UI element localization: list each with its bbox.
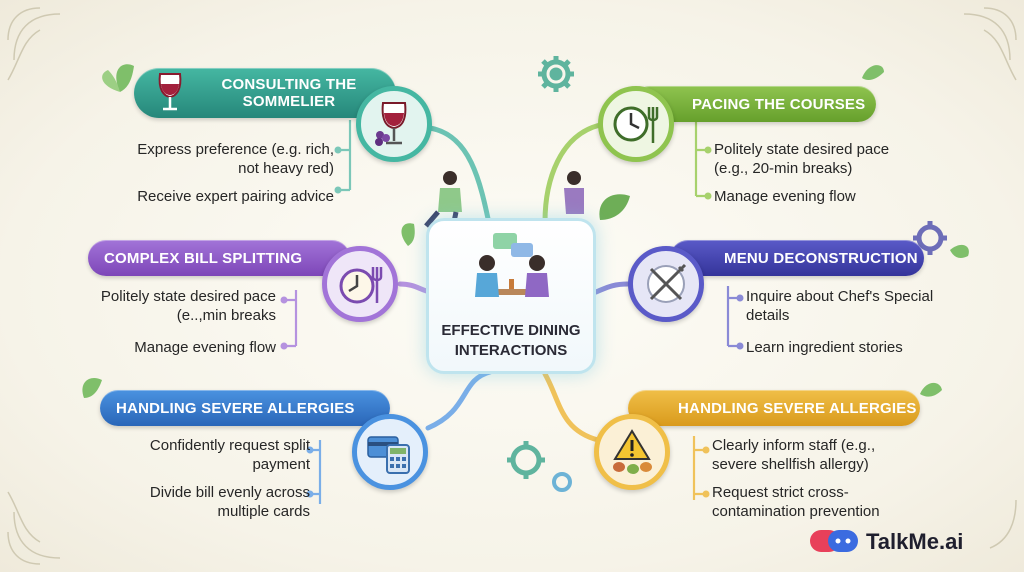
bullet-bill-1: Politely state desired pace (e..,min bre… — [100, 288, 276, 324]
bullet-allergies-right-1: Clearly inform staff (e.g., severe shell… — [712, 437, 876, 473]
connector-sommelier — [427, 125, 493, 231]
connector-pacing — [542, 122, 603, 225]
branch-title-allergies-left: HANDLING SEVERE ALLERGIES — [100, 390, 390, 426]
bullet-pacing-2: Manage evening flow — [714, 188, 856, 205]
warning-food-icon — [613, 429, 652, 474]
clock-cutlery-icon — [339, 267, 383, 304]
gear-icon — [538, 56, 574, 92]
bullet-sommelier-1: Express preference (e.g. rich, not heavy… — [137, 141, 334, 177]
allergy-icon — [594, 414, 670, 490]
leaf-decoration — [82, 64, 969, 398]
bullet-menu-2: Learn ingredient stories — [746, 339, 903, 356]
brand-name: TalkMe.ai — [866, 529, 964, 554]
bill-payment-icon — [352, 414, 428, 490]
wine-glass-icon — [158, 73, 182, 111]
bullet-pacing-1: Politely state desired pace (e.g., 20-mi… — [714, 141, 890, 177]
bullet-allergies-right-2: Request strict cross-contamination preve… — [712, 484, 880, 520]
dining-couple-icon — [475, 233, 549, 297]
pacing-icon — [598, 86, 674, 162]
connector-allergies-left — [425, 369, 493, 431]
branch-title-allergies-right: HANDLING SEVERE ALLERGIES — [628, 390, 920, 426]
corner-flourish — [7, 7, 1017, 565]
bullet-bill-2: Manage evening flow — [134, 339, 276, 356]
bullet-allergies-left-2: Divide bill evenly across multiple cards — [149, 484, 310, 520]
clock-fork-icon — [613, 106, 659, 143]
gear-icon — [507, 441, 572, 492]
credit-card-calculator-icon — [367, 436, 410, 474]
center-hub: EFFECTIVE DINING INTERACTIONS — [426, 218, 596, 374]
crossed-cutlery-icon — [647, 263, 687, 303]
bullet-sommelier-2: Receive expert pairing advice — [137, 188, 334, 205]
bill-splitting-icon — [322, 246, 398, 322]
menu-icon — [628, 246, 704, 322]
branch-title-bill-splitting: COMPLEX BILL SPLITTING — [88, 240, 350, 276]
connector-menu — [593, 281, 631, 295]
wine-glass-icon — [375, 102, 407, 146]
brand-logo-icon — [810, 530, 858, 552]
bullet-menu-1: Inquire about Chef's Special details — [746, 288, 934, 324]
sommelier-icon — [356, 86, 432, 162]
person-illustration — [424, 171, 584, 233]
center-title: EFFECTIVE DINING INTERACTIONS — [441, 322, 581, 359]
branch-title-menu: MENU DECONSTRUCTION — [670, 240, 924, 276]
connector-allergies-right — [542, 371, 601, 443]
bullet-allergies-left-1: Confidently request split payment — [149, 437, 310, 473]
